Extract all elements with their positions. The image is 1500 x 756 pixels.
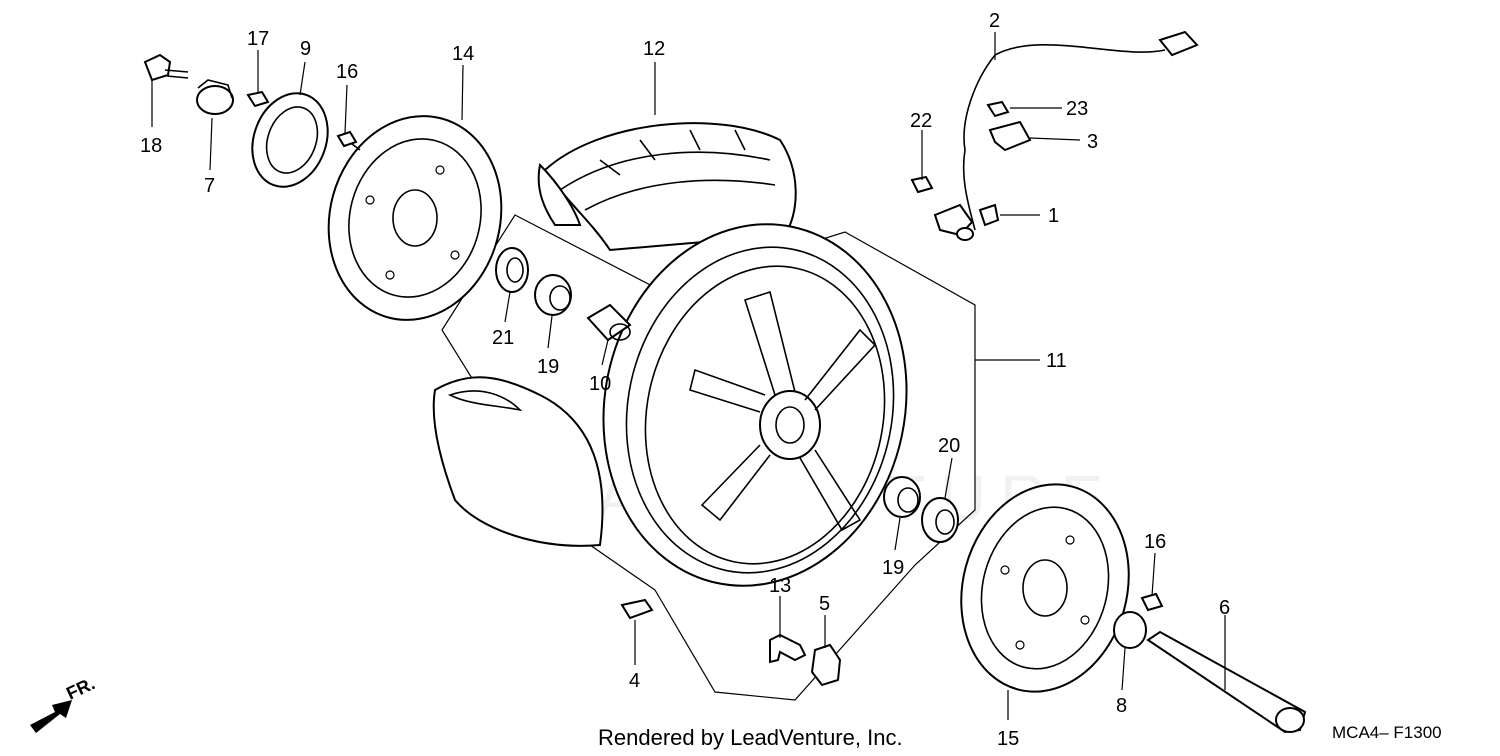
callout-16-left: 16 [336, 61, 358, 83]
bearing-19-lower [883, 476, 921, 518]
callout-2: 2 [989, 10, 1000, 32]
callout-21: 21 [492, 327, 514, 349]
callout-14: 14 [452, 43, 474, 65]
bolt-18 [143, 53, 189, 82]
weight-4 [620, 598, 654, 620]
callout-15: 15 [997, 728, 1019, 750]
callout-16-right: 16 [1144, 531, 1166, 553]
callout-19-upper: 19 [537, 356, 559, 378]
callout-13: 13 [769, 575, 791, 597]
tire-lower-section [432, 376, 604, 547]
front-arrow-icon [30, 700, 72, 733]
callout-19-lower: 19 [882, 557, 904, 579]
front-marker-label: FR. [63, 673, 98, 703]
bearing-21 [495, 247, 529, 293]
speed-sensor-2 [933, 30, 1199, 241]
callout-8: 8 [1116, 695, 1127, 717]
pulser-ring-9 [251, 92, 329, 188]
callout-7: 7 [204, 175, 215, 197]
callout-labels: 18 7 17 9 16 14 12 2 23 3 22 1 11 21 19 … [140, 10, 1230, 750]
bolt-22 [910, 175, 934, 194]
front-direction-marker: FR. [30, 673, 98, 733]
callout-12: 12 [643, 38, 665, 60]
bolt-16-left [336, 130, 361, 151]
clamp-1 [978, 203, 1000, 227]
callout-3: 3 [1087, 131, 1098, 153]
leader-lines [151, 32, 1226, 720]
axle-6 [1146, 630, 1307, 734]
callout-20: 20 [938, 435, 960, 457]
callout-9: 9 [300, 38, 311, 60]
callout-6: 6 [1219, 597, 1230, 619]
brake-disc-left [327, 115, 503, 321]
callout-17: 17 [247, 28, 269, 50]
rendered-by-credit: Rendered by LeadVenture, Inc. [598, 725, 903, 750]
valve-13 [769, 633, 807, 664]
collar-8 [1113, 611, 1147, 649]
callout-4: 4 [629, 670, 640, 692]
collar-7 [196, 79, 234, 115]
callout-23: 23 [1066, 98, 1088, 120]
callout-18: 18 [140, 135, 162, 157]
callout-22: 22 [910, 110, 932, 132]
dust-seal-20 [921, 497, 959, 543]
callout-1: 1 [1048, 205, 1059, 227]
bolt-23 [986, 100, 1010, 118]
tire-part [537, 122, 797, 252]
wheel-rim [602, 223, 908, 587]
bracket-3 [988, 120, 1032, 152]
diagram-code: MCA4– F1300 [1332, 723, 1442, 742]
callout-11: 11 [1046, 350, 1067, 372]
clip-5 [810, 643, 842, 687]
callout-5: 5 [819, 593, 830, 615]
screw-17 [246, 90, 270, 108]
bearing-19-upper [534, 274, 572, 316]
spacer-10 [586, 303, 632, 342]
callout-10: 10 [589, 373, 611, 395]
brake-disc-right [960, 483, 1130, 693]
bolt-16-right [1140, 592, 1164, 612]
